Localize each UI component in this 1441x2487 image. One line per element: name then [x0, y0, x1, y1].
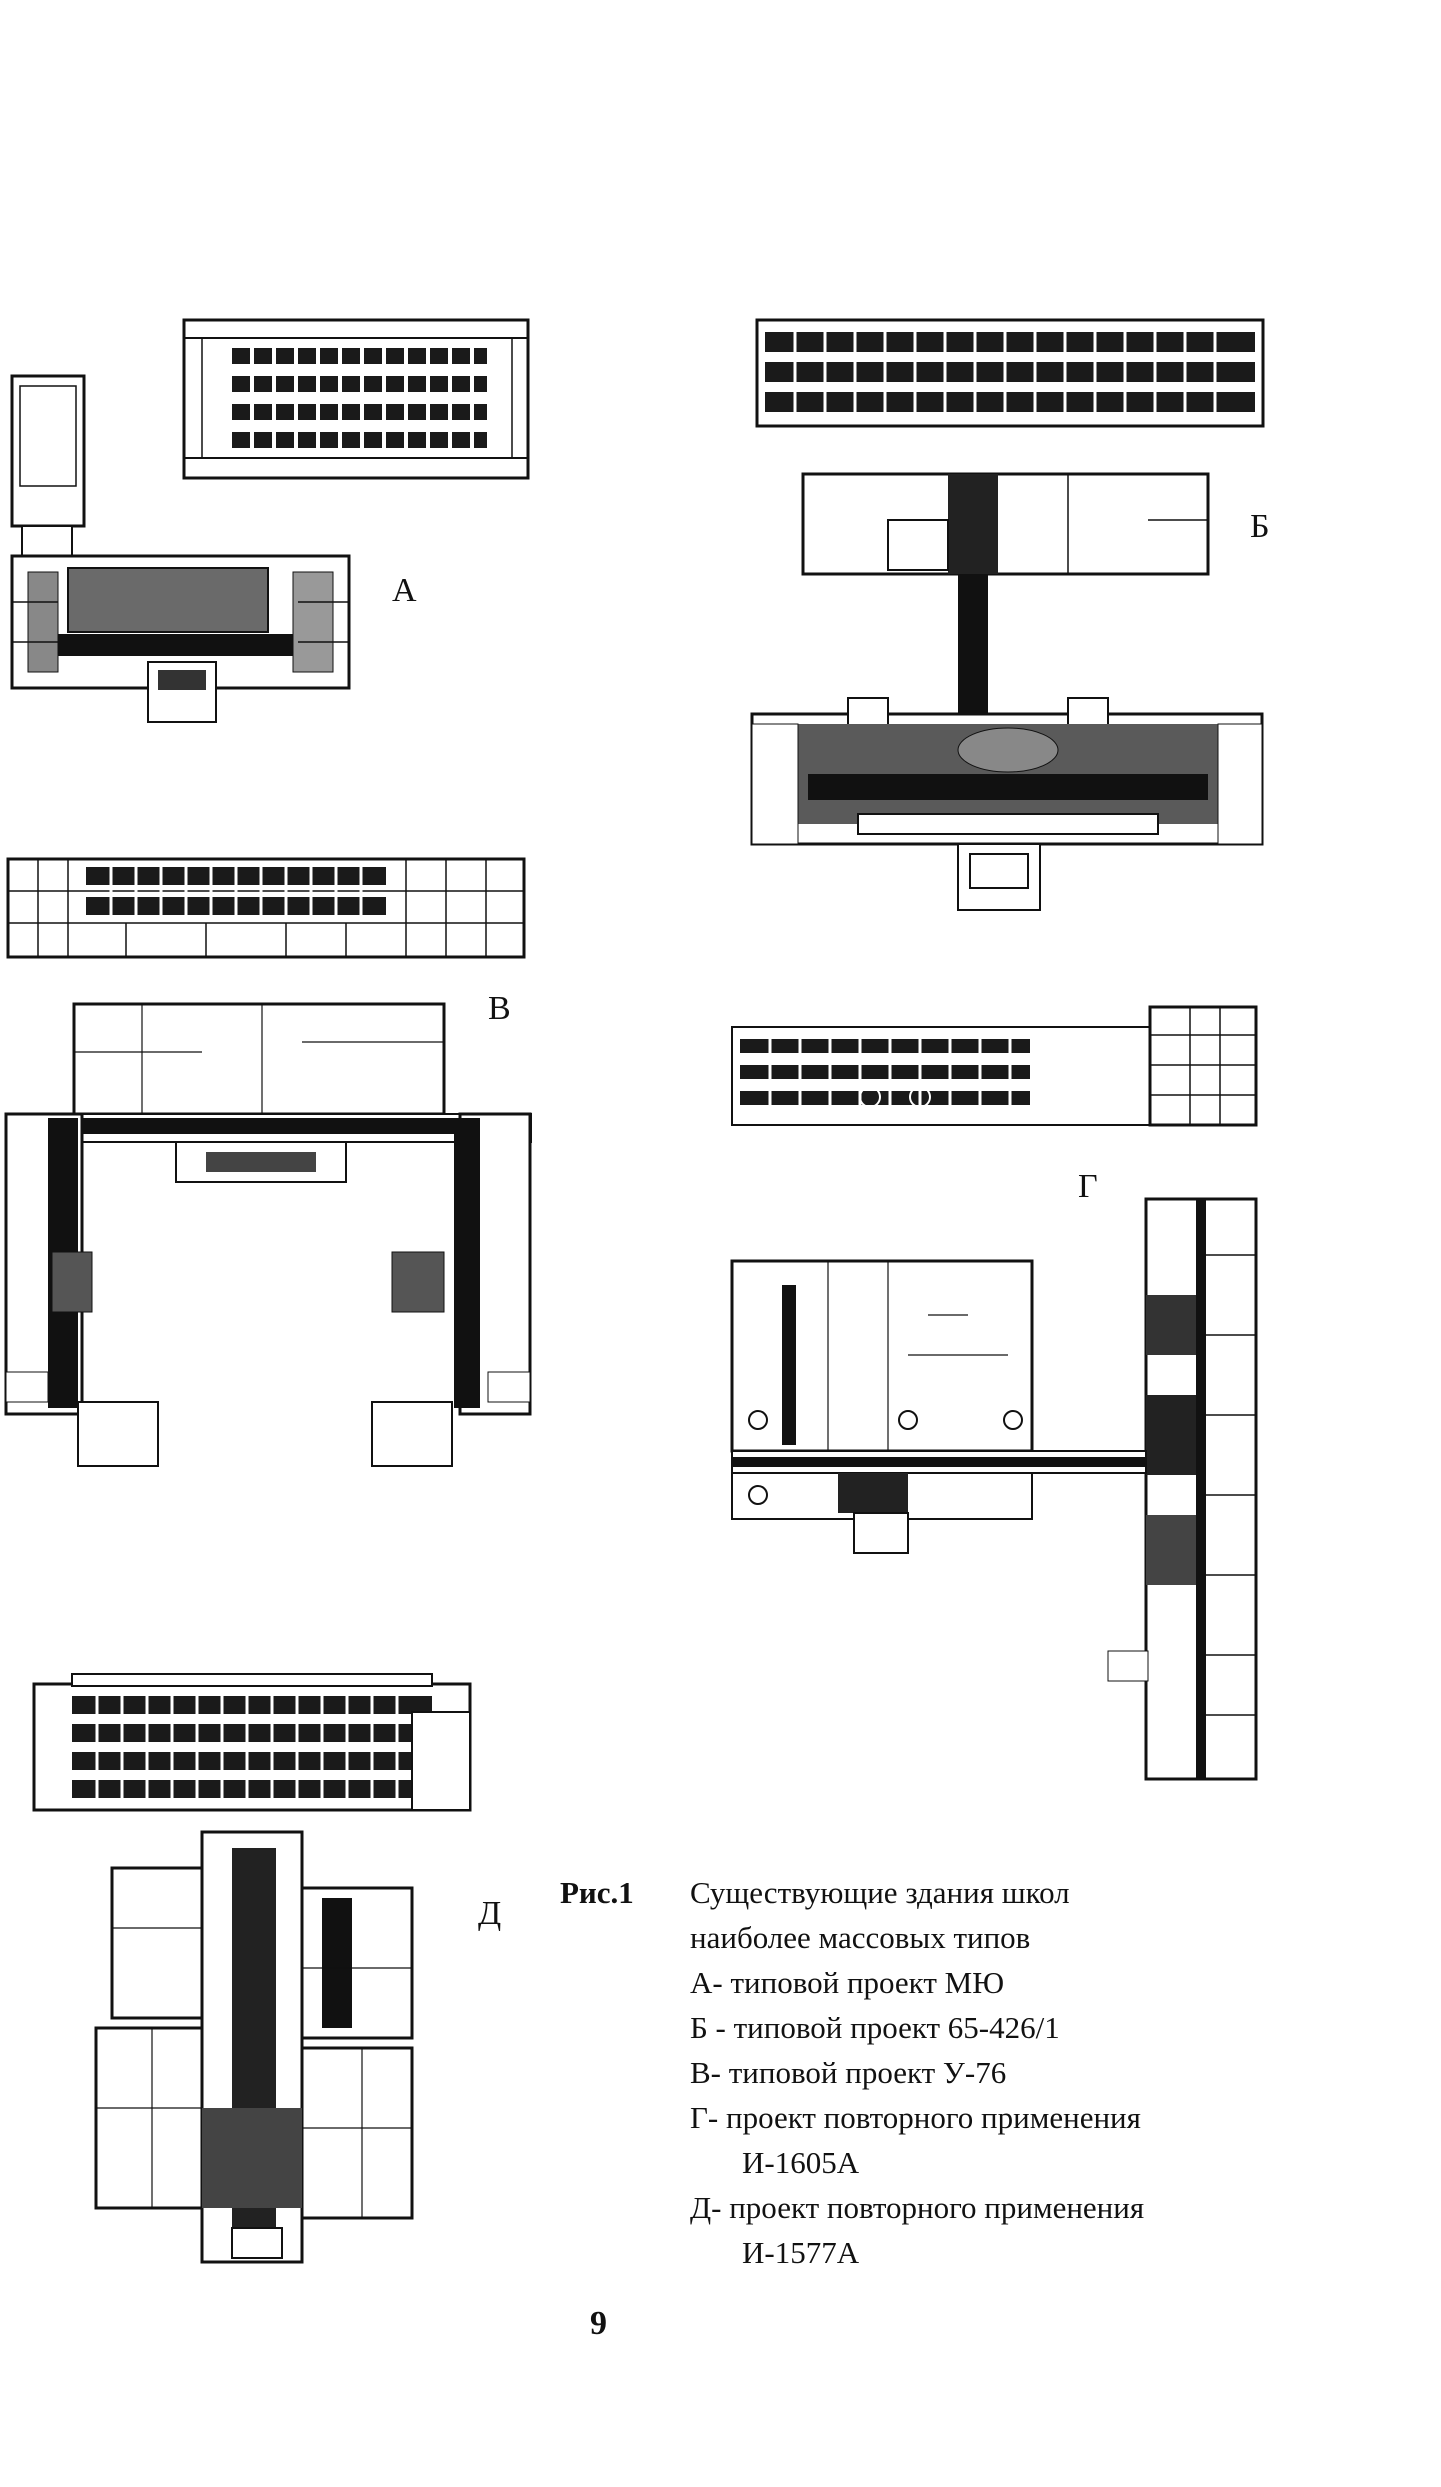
caption-line: Г- проект повторного применения: [690, 2100, 1141, 2135]
figure-d-elevation: [32, 1672, 472, 1812]
caption-text: Существующие здания школ наиболее массов…: [690, 1870, 1420, 2275]
caption-line: И-1577А: [742, 2235, 860, 2270]
figure-a-plan-drawing: [10, 374, 351, 723]
caption-line: Б - типовой проект 65-426/1: [690, 2010, 1060, 2045]
figure-v-letter: В: [488, 990, 511, 1027]
figure-caption: Рис.1 Существующие здания школ наиболее …: [560, 1870, 1420, 2275]
figure-b-elevation-drawing: [755, 318, 1265, 428]
figure-d-plan: [92, 1828, 422, 2268]
figure-g-letter: Г: [1078, 1168, 1098, 1205]
figure-v-elevation-drawing: [6, 857, 526, 959]
figure-label: Рис.1: [560, 1875, 634, 1910]
figure-v-plan: [2, 992, 537, 1482]
caption-line: А- типовой проект МЮ: [690, 1965, 1005, 2000]
figure-g-elevation-drawing: [731, 1005, 1258, 1127]
caption-line: В- типовой проект У-76: [690, 2055, 1007, 2090]
page-number: 9: [590, 2305, 607, 2342]
figure-d-letter: Д: [478, 1895, 502, 1932]
caption-line: Существующие здания школ: [690, 1875, 1070, 1910]
figure-b-letter: Б: [1250, 508, 1270, 545]
figure-a-plan: [8, 372, 353, 728]
figure-b-elevation: [755, 318, 1265, 428]
figure-d-plan-drawing: [94, 1830, 414, 2264]
figure-v-plan-drawing: [4, 1002, 532, 1467]
figure-d-elevation-drawing: [32, 1673, 472, 1812]
figure-g-plan-drawing: [730, 1197, 1258, 1781]
figure-b-plan: [748, 470, 1268, 920]
figure-a-elevation: [182, 318, 530, 480]
caption-line: наиболее массовых типов: [690, 1920, 1031, 1955]
figure-v-elevation: [6, 857, 526, 959]
figure-b-plan-drawing: [750, 472, 1264, 911]
caption-line: Д- проект повторного применения: [690, 2190, 1145, 2225]
caption-line: И-1605А: [742, 2145, 860, 2180]
figure-a-elevation-drawing: [182, 318, 530, 480]
figure-a-letter: А: [392, 572, 417, 609]
figure-g-plan: [728, 1195, 1263, 1785]
figure-g-elevation: [730, 1005, 1260, 1129]
